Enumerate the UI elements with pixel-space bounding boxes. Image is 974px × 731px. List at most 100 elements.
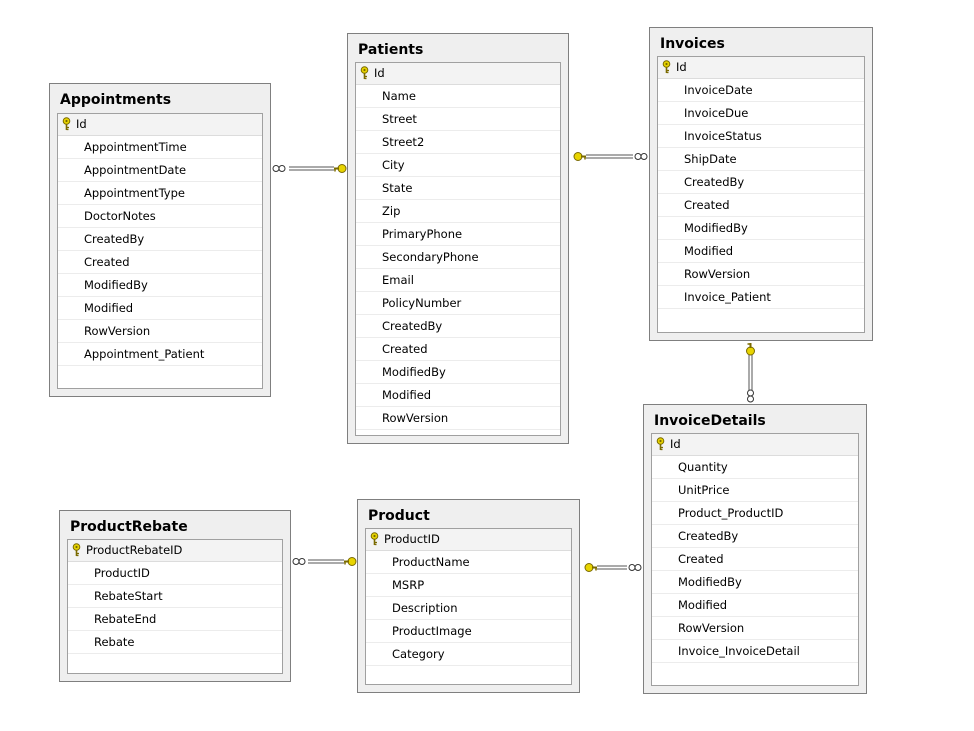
column-row[interactable]: AppointmentDate (58, 159, 262, 182)
column-row[interactable]: ModifiedBy (658, 217, 864, 240)
column-row[interactable]: ModifiedBy (58, 274, 262, 297)
column-row[interactable]: Category (366, 643, 571, 666)
column-row[interactable]: RebateEnd (68, 608, 282, 631)
column-row[interactable]: Quantity (652, 456, 858, 479)
column-row[interactable]: City (356, 154, 560, 177)
many-end-icon (747, 389, 754, 397)
column-row[interactable]: Street2 (356, 131, 560, 154)
column-row[interactable]: ModifiedBy (356, 361, 560, 384)
relationship-patients-invoices[interactable] (573, 152, 648, 161)
many-end-icon (747, 395, 754, 403)
column-row[interactable]: ProductImage (366, 620, 571, 643)
column-row[interactable]: ProductName (366, 551, 571, 574)
column-row[interactable]: Product_ProductID (652, 502, 858, 525)
primary-key-column[interactable]: ProductID (366, 529, 571, 551)
column-row[interactable]: InvoiceDue (658, 102, 864, 125)
column-row[interactable]: RowVersion (652, 617, 858, 640)
primary-key-column[interactable]: Id (356, 63, 560, 85)
column-row[interactable]: ShipDate (658, 148, 864, 171)
many-end-icon (634, 153, 642, 160)
column-row[interactable]: RowVersion (58, 320, 262, 343)
primary-key-column[interactable]: Id (652, 434, 858, 456)
many-end-icon (628, 564, 636, 571)
column-row[interactable]: Created (658, 194, 864, 217)
column-row[interactable]: Rebate (68, 631, 282, 654)
primary-key-icon (369, 532, 380, 546)
one-end-key-icon (746, 343, 755, 356)
column-row[interactable]: Modified (356, 384, 560, 407)
column-name: ProductRebateID (86, 543, 183, 557)
table-title: InvoiceDetails (654, 413, 766, 429)
column-row[interactable]: CreatedBy (356, 315, 560, 338)
column-row[interactable]: Modified (58, 297, 262, 320)
column-row[interactable]: Created (652, 548, 858, 571)
column-row[interactable]: ModifiedBy (652, 571, 858, 594)
relationship-invoices-invoicedetails[interactable] (746, 343, 755, 403)
column-row[interactable]: Created (58, 251, 262, 274)
column-row[interactable]: State (356, 177, 560, 200)
column-row[interactable]: Modified (658, 240, 864, 263)
column-row[interactable]: Modified (652, 594, 858, 617)
relationship-patients-appointments[interactable] (272, 164, 347, 173)
primary-key-column[interactable]: Id (58, 114, 262, 136)
column-row[interactable]: Zip (356, 200, 560, 223)
column-row[interactable]: CreatedBy (58, 228, 262, 251)
primary-key-column[interactable]: Id (658, 57, 864, 79)
column-name: Id (670, 437, 681, 451)
column-row[interactable]: PrimaryPhone (356, 223, 560, 246)
column-row[interactable]: Appointment_Patient (58, 343, 262, 366)
one-end-key-icon (334, 164, 347, 173)
column-row[interactable]: Description (366, 597, 571, 620)
column-row[interactable]: DoctorNotes (58, 205, 262, 228)
column-row[interactable]: CreatedBy (652, 525, 858, 548)
column-row[interactable]: RowVersion (658, 263, 864, 286)
many-end-icon (292, 558, 300, 565)
primary-key-column[interactable]: ProductRebateID (68, 540, 282, 562)
primary-key-icon (61, 117, 72, 131)
one-end-key-icon (573, 152, 586, 161)
primary-key-icon (359, 66, 370, 80)
column-row[interactable]: CreatedBy (658, 171, 864, 194)
one-end-key-icon (344, 557, 357, 566)
relationship-product-invoicedetails[interactable] (584, 563, 642, 572)
column-row[interactable]: Invoice_Patient (658, 286, 864, 309)
column-row[interactable]: RowVersion (356, 407, 560, 430)
column-name: Id (676, 60, 687, 74)
column-row[interactable]: Email (356, 269, 560, 292)
column-row[interactable]: InvoiceDate (658, 79, 864, 102)
column-row[interactable]: AppointmentTime (58, 136, 262, 159)
table-title: Product (368, 508, 430, 524)
column-row[interactable]: Name (356, 85, 560, 108)
column-row[interactable]: InvoiceStatus (658, 125, 864, 148)
column-row[interactable]: UnitPrice (652, 479, 858, 502)
column-row[interactable]: PolicyNumber (356, 292, 560, 315)
table-title: Appointments (60, 92, 172, 108)
column-row[interactable]: MSRP (366, 574, 571, 597)
table-title: ProductRebate (70, 519, 188, 535)
column-row[interactable]: RebateStart (68, 585, 282, 608)
column-row[interactable]: ProductID (68, 562, 282, 585)
column-row[interactable]: SecondaryPhone (356, 246, 560, 269)
column-name: Id (374, 66, 385, 80)
many-end-icon (278, 165, 286, 172)
one-end-key-icon (584, 563, 597, 572)
relationship-product-productrebate[interactable] (292, 557, 357, 566)
column-row[interactable]: Street (356, 108, 560, 131)
column-row[interactable]: Invoice_InvoiceDetail (652, 640, 858, 663)
primary-key-icon (71, 543, 82, 557)
column-name: ProductID (384, 532, 440, 546)
many-end-icon (272, 165, 280, 172)
column-row[interactable]: Created (356, 338, 560, 361)
column-row[interactable]: AppointmentType (58, 182, 262, 205)
